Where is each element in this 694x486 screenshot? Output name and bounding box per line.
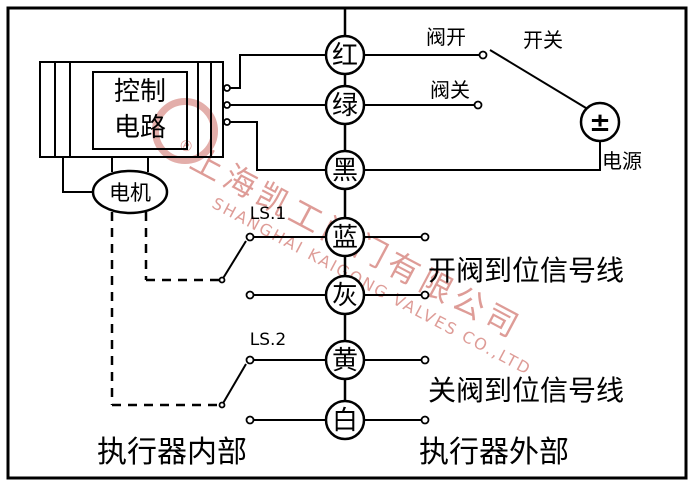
diagram-border <box>6 6 688 480</box>
wire-node-blue <box>324 216 366 258</box>
external-power-circuit: ± <box>364 49 621 171</box>
control-unit: 控制 电路 <box>39 61 231 158</box>
internal-wiring <box>230 54 326 171</box>
limit-switch-1 <box>144 212 430 300</box>
white-terminal <box>420 415 430 425</box>
wire-label-red: 红 <box>332 41 358 71</box>
wire-label-blue: 蓝 <box>332 223 358 253</box>
valve-close-label: 阀关 <box>430 78 470 102</box>
valve-open-contact <box>478 50 488 60</box>
open-signal-label: 开阀到位信号线 <box>428 254 624 287</box>
ls2-contact-white <box>245 415 255 425</box>
wire-label-gray: 灰 <box>332 281 358 311</box>
actuator-external-label: 执行器外部 <box>419 435 569 470</box>
ls1-label: LS.1 <box>250 204 286 224</box>
wire-node-yellow <box>324 339 366 381</box>
red-wire-left <box>230 54 326 89</box>
wire-label-black: 黑 <box>332 156 358 186</box>
control-unit-housing <box>39 61 224 158</box>
blue-terminal <box>420 232 430 242</box>
control-label-line1: 控制 <box>114 77 166 107</box>
wire-node-black <box>324 149 366 191</box>
valve-open-label: 阀开 <box>426 25 466 49</box>
control-label-line2: 电路 <box>114 113 166 143</box>
close-signal-label: 关阀到位信号线 <box>428 374 624 407</box>
wire-node-green <box>324 84 366 126</box>
control-terminal-green <box>223 101 231 109</box>
ls2-pivot <box>218 401 226 409</box>
power-label: 电源 <box>602 149 642 173</box>
ls1-contact-blue <box>245 232 255 242</box>
gray-terminal <box>420 290 430 300</box>
motor-label: 电机 <box>109 181 151 205</box>
control-terminal-red <box>223 84 231 92</box>
ls1-blade <box>221 240 247 281</box>
switch-label: 开关 <box>523 28 563 52</box>
actuator-internal-label: 执行器内部 <box>97 435 247 470</box>
ls2-label: LS.2 <box>250 330 286 350</box>
black-wire-right <box>364 141 601 171</box>
ls1-pivot <box>218 276 226 284</box>
switch-blade <box>489 49 587 109</box>
wire-nodes: 红 绿 黑 蓝 灰 黄 白 <box>324 34 366 441</box>
annotations: 阀开 阀关 开关 电源 LS.1 LS.2 开阀到位信号线 关阀到位信号线 执行… <box>97 25 642 470</box>
control-terminal-black <box>223 118 231 126</box>
wire-node-gray <box>324 274 366 316</box>
control-label-box <box>92 71 188 150</box>
limit-switch-2 <box>110 212 430 425</box>
black-wire-left <box>230 121 326 171</box>
motor: 电机 <box>62 157 169 215</box>
valve-close-contact <box>473 100 483 110</box>
motor-feed-line <box>62 157 93 193</box>
wire-label-green: 绿 <box>332 91 358 121</box>
ls2-blade <box>221 363 247 406</box>
power-polarity-symbol: ± <box>589 108 611 138</box>
wire-node-white <box>324 399 366 441</box>
ls2-contact-yellow <box>245 355 255 365</box>
ls1-contact-gray <box>245 290 255 300</box>
wire-node-red <box>324 34 366 76</box>
wire-label-yellow: 黄 <box>332 346 358 376</box>
power-source-symbol <box>579 101 621 143</box>
motor-symbol <box>91 169 169 215</box>
wire-label-white: 白 <box>332 406 358 436</box>
yellow-terminal <box>420 355 430 365</box>
